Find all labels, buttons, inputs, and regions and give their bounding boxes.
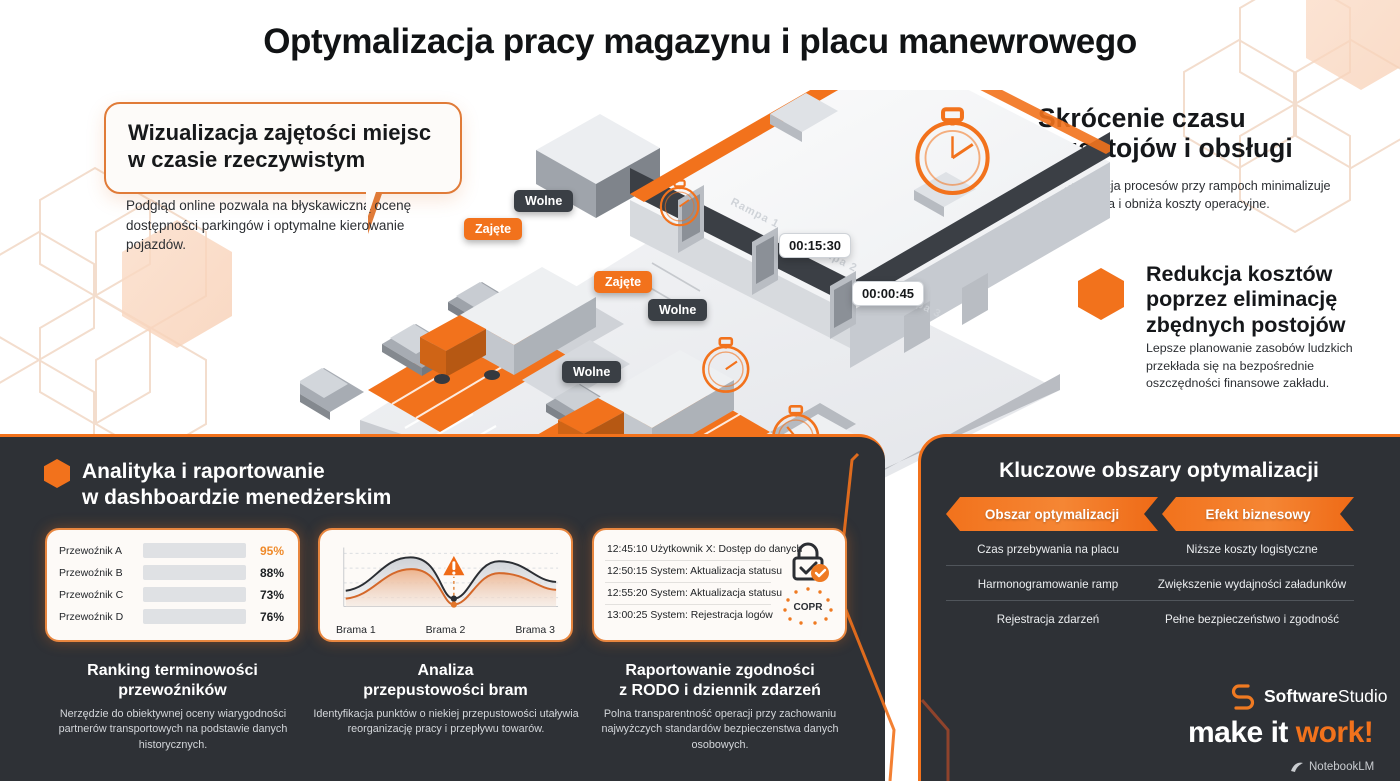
benefit-body-cost: Lepsze planowanie zasobów ludzkich przek… — [1146, 341, 1353, 391]
gate-tick-label: Brama 2 — [425, 624, 466, 636]
card-desc-rodo: Polna transparentność operacji przy zach… — [601, 708, 839, 751]
key-areas-heading: Kluczowe obszary optymalizacji — [999, 459, 1319, 482]
bar-row: Przewoźnik B 88% — [59, 565, 284, 580]
table-header-effect: Efekt biznesowy — [1162, 497, 1354, 531]
callout-body: Podgląd online pozwala na błyskawiczną o… — [126, 198, 412, 253]
log-entry: 12:55:20 System: Aktualizacja statusu — [605, 583, 782, 605]
table-row: Rejestracja zdarzeń Pełne bezpieczeństwo… — [946, 613, 1354, 626]
dock-timer-1: 00:15:30 — [779, 233, 852, 258]
log-entry: 12:50:15 System: Aktualizacja statusu — [605, 561, 782, 583]
table-row: Czas przebywania na placu Niższe koszty … — [946, 543, 1354, 556]
bar-label: Przewoźnik B — [59, 566, 123, 579]
gdpr-stars-badge-icon: COPR — [783, 587, 833, 625]
table-cell-area: Rejestracja zdarzeń — [996, 613, 1100, 626]
brand-name-light: Studio — [1337, 685, 1388, 706]
gate-tick-label: Brama 3 — [515, 624, 555, 636]
dock-timer-2: 00:00:45 — [852, 281, 925, 306]
card-title-ranking: Ranking terminowości przewoźników — [87, 662, 258, 699]
notebooklm-icon — [1291, 762, 1303, 772]
benefit-heading-cost: Redukcja kosztów poprzez eliminację zbęd… — [1146, 262, 1346, 337]
notebooklm-label: NotebookLM — [1309, 761, 1375, 773]
table-cell-effect: Zwiększenie wydajności załadunków — [1157, 578, 1347, 591]
card-gate-throughput: Brama 1 Brama 2 Brama 3 — [318, 528, 573, 642]
table-row: Harmonogramowanie ramp Zwiększenie wydaj… — [946, 578, 1354, 591]
bar-track — [143, 543, 246, 558]
table-cell-area: Harmonogramowanie ramp — [977, 578, 1119, 591]
notebooklm-attribution: NotebookLM — [1290, 760, 1374, 774]
table-cell-area: Czas przebywania na placu — [977, 543, 1119, 556]
page-title: Optymalizacja pracy magazynu i placu man… — [263, 22, 1137, 61]
card-title-gates: Analiza przepustowości bram — [363, 662, 528, 699]
brand-name: SoftwareStudio — [1264, 686, 1388, 707]
table-cell-effect: Pełne bezpieczeństwo i zgodność — [1164, 613, 1339, 626]
bar-track — [143, 565, 246, 580]
card-title-rodo: Raportowanie zgodności z RODO i dziennik… — [619, 662, 821, 699]
bar-track — [143, 587, 246, 602]
log-entry: 13:00:25 System: Rejestracja logów — [607, 610, 773, 621]
table-cell-effect: Niższe koszty logistyczne — [1186, 543, 1318, 556]
analytics-heading: Analityka i raportowanie w dashboardzie … — [82, 460, 392, 509]
bar-row: Przewoźnik C 73% — [59, 587, 284, 602]
table-divider — [946, 565, 1354, 566]
brand-tagline: make it work! — [1188, 716, 1374, 750]
brand-lockup: SoftwareStudio — [1230, 682, 1388, 710]
callout-heading: Wizualizacja zajętości miejsc w czasie r… — [128, 120, 432, 172]
bar-label: Przewoźnik C — [59, 588, 124, 601]
status-chip-zajete-1[interactable]: Zajęte — [464, 218, 523, 240]
card-desc-gates: Identyfikacja punktów o niekiej przepust… — [313, 708, 579, 736]
table-divider — [946, 600, 1354, 601]
bar-row: Przewoźnik A 95% — [59, 543, 284, 558]
bar-row: Przewoźnik D 76% — [59, 609, 284, 624]
card-desc-ranking: Nerzędzie do obiektywnej oceny wiarygodn… — [58, 708, 288, 751]
bar-label: Przewoźnik D — [59, 610, 124, 623]
warning-triangle-icon — [441, 553, 467, 577]
bar-value: 95% — [259, 543, 284, 558]
key-areas-panel — [918, 434, 1400, 781]
gate-axis-labels: Brama 1 Brama 2 Brama 3 — [330, 624, 561, 636]
status-chip-zajete-2[interactable]: Zajęte — [594, 271, 653, 293]
lock-shield-icon — [792, 542, 829, 582]
brand-name-bold: Software — [1264, 685, 1338, 706]
bar-label: Przewoźnik A — [59, 544, 123, 557]
status-chip-wolne-3[interactable]: Wolne — [562, 361, 622, 383]
gate-tick-label: Brama 1 — [336, 624, 376, 636]
softwarestudio-logo-icon — [1231, 684, 1255, 710]
bar-track — [143, 609, 246, 624]
card-rodo-log: 12:45:10 Użytkownik X: Dostęp do danych … — [592, 528, 847, 642]
bar-value: 76% — [259, 609, 284, 624]
area-chart-gates — [343, 547, 559, 608]
bar-chart-carriers: Przewoźnik A 95% Przewoźnik B 88% Przewo… — [59, 543, 284, 624]
bar-value: 88% — [259, 565, 284, 580]
log-entry: 12:45:10 Użytkownik X: Dostęp do danych — [605, 539, 802, 561]
callout-visualization: Wizualizacja zajętości miejsc w czasie r… — [104, 102, 462, 194]
tagline-plain: make it — [1188, 716, 1296, 749]
card-carrier-ranking: Przewoźnik A 95% Przewoźnik B 88% Przewo… — [45, 528, 300, 642]
callout-tail-fill — [366, 178, 378, 222]
gdpr-badge-label: COPR — [794, 602, 824, 613]
bar-value: 73% — [259, 587, 284, 602]
tagline-accent: work! — [1295, 716, 1374, 749]
status-chip-wolne-2[interactable]: Wolne — [648, 299, 708, 321]
status-chip-wolne-1[interactable]: Wolne — [514, 190, 574, 212]
table-header-area: Obszar optymalizacji — [946, 497, 1158, 531]
